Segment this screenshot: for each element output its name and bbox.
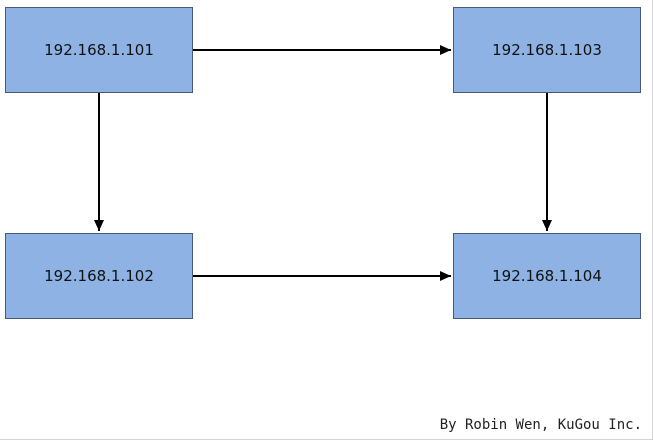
- node-192-168-1-102: 192.168.1.102: [5, 233, 193, 319]
- node-label: 192.168.1.104: [492, 267, 602, 285]
- node-label: 192.168.1.102: [44, 267, 154, 285]
- node-192-168-1-101: 192.168.1.101: [5, 7, 193, 93]
- node-label: 192.168.1.101: [44, 41, 154, 59]
- author-credit: By Robin Wen, KuGou Inc.: [439, 417, 642, 433]
- node-label: 192.168.1.103: [492, 41, 602, 59]
- node-192-168-1-103: 192.168.1.103: [453, 7, 641, 93]
- node-192-168-1-104: 192.168.1.104: [453, 233, 641, 319]
